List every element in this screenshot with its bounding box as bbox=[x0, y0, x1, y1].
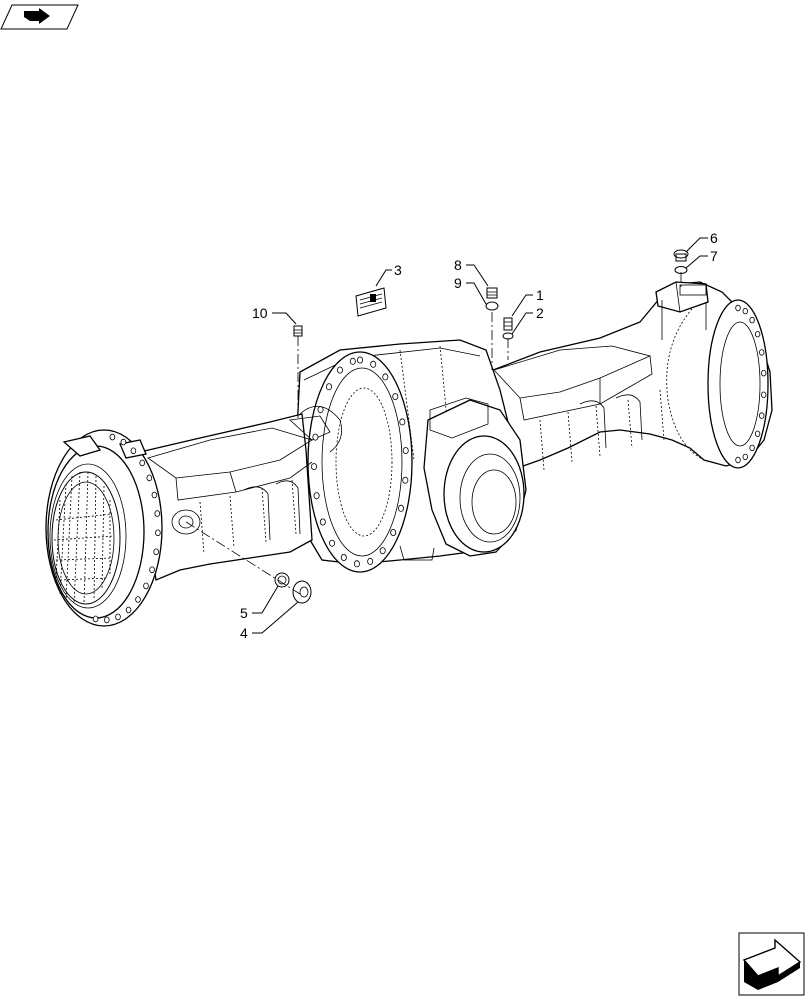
bolt-hole bbox=[402, 476, 409, 484]
bolt-hole bbox=[761, 391, 767, 398]
bolt-hole bbox=[392, 393, 399, 401]
svg-text:10: 10 bbox=[252, 305, 268, 321]
svg-text:3: 3 bbox=[394, 262, 402, 278]
bolt-hole bbox=[153, 548, 160, 556]
bolt-hole bbox=[759, 349, 765, 356]
bolt-hole bbox=[370, 360, 377, 368]
svg-text:2: 2 bbox=[536, 305, 544, 321]
bolt-hole bbox=[336, 366, 343, 374]
callout-4: 4 bbox=[240, 601, 299, 641]
svg-text:4: 4 bbox=[240, 625, 248, 641]
part-7-washer[interactable] bbox=[674, 266, 688, 274]
svg-text:6: 6 bbox=[710, 230, 718, 246]
bolt-hole bbox=[754, 430, 761, 437]
bolt-hole bbox=[356, 356, 363, 364]
bolt-hole bbox=[735, 304, 741, 312]
bolt-hole bbox=[319, 518, 326, 526]
bolt-hole bbox=[742, 453, 748, 461]
bolt-hole bbox=[367, 557, 374, 565]
part-4-plug[interactable] bbox=[292, 580, 312, 604]
bolt-hole bbox=[312, 433, 319, 441]
view-orientation-icon[interactable] bbox=[0, 4, 79, 30]
bolt-hole bbox=[151, 491, 158, 499]
bolt-hole bbox=[155, 529, 161, 537]
next-page-arrow-icon[interactable] bbox=[738, 932, 805, 996]
bolt-hole bbox=[104, 616, 110, 624]
bolt-hole bbox=[317, 406, 324, 414]
part-10-plug[interactable] bbox=[293, 325, 303, 337]
bolt-hole bbox=[379, 547, 386, 555]
bolt-hole bbox=[130, 447, 137, 455]
bolt-hole bbox=[749, 316, 755, 324]
part-9-washer[interactable] bbox=[485, 301, 499, 311]
callout-2: 2 bbox=[511, 305, 544, 335]
bolt-hole bbox=[139, 459, 146, 467]
part-8-plug[interactable] bbox=[486, 287, 498, 299]
bolt-hole bbox=[135, 596, 141, 603]
callout-10: 10 bbox=[252, 305, 297, 325]
part-5-washer[interactable] bbox=[274, 572, 290, 588]
callout-8: 8 bbox=[454, 257, 489, 287]
bolt-hole bbox=[329, 539, 336, 547]
bolt-hole bbox=[115, 613, 121, 621]
bolt-hole bbox=[402, 447, 409, 455]
bolt-hole bbox=[143, 582, 149, 590]
bolt-hole bbox=[310, 463, 317, 471]
callout-6: 6 bbox=[685, 230, 718, 253]
bolt-hole bbox=[125, 606, 132, 614]
bolt-hole bbox=[313, 492, 320, 500]
callout-5: 5 bbox=[240, 585, 279, 621]
bolt-hole bbox=[340, 554, 347, 562]
bolt-hole bbox=[325, 383, 332, 391]
bolt-hole bbox=[399, 418, 406, 426]
callout-9: 9 bbox=[454, 275, 487, 305]
part-3-decal[interactable] bbox=[355, 287, 387, 317]
part-2-washer[interactable] bbox=[502, 332, 514, 340]
bolt-hole bbox=[759, 412, 765, 419]
flange-bolt-holes bbox=[92, 304, 767, 624]
bolt-hole bbox=[149, 566, 155, 574]
bolt-hole bbox=[349, 357, 356, 365]
svg-text:8: 8 bbox=[454, 257, 462, 273]
bolt-hole bbox=[390, 529, 397, 537]
bolt-hole bbox=[92, 615, 99, 623]
svg-text:7: 7 bbox=[710, 248, 718, 264]
bolt-hole bbox=[749, 444, 755, 452]
part-6-plug[interactable] bbox=[673, 249, 689, 262]
axle-housing bbox=[45, 281, 773, 627]
callout-3: 3 bbox=[375, 262, 402, 287]
bolt-hole bbox=[397, 504, 404, 512]
bolt-hole bbox=[382, 373, 389, 381]
bolt-hole bbox=[754, 331, 761, 338]
svg-text:1: 1 bbox=[536, 287, 544, 303]
assembly-center-lines bbox=[185, 272, 682, 595]
bolt-hole bbox=[146, 474, 153, 482]
bolt-hole bbox=[735, 456, 741, 464]
callout-1: 1 bbox=[511, 287, 544, 317]
svg-text:5: 5 bbox=[240, 605, 248, 621]
bolt-hole bbox=[353, 560, 360, 568]
bolt-hole bbox=[154, 510, 161, 517]
part-1-fitting[interactable] bbox=[503, 317, 513, 331]
bolt-hole bbox=[109, 433, 116, 441]
bolt-hole bbox=[761, 370, 767, 377]
svg-text:9: 9 bbox=[454, 275, 462, 291]
callout-7: 7 bbox=[685, 248, 718, 269]
bolt-hole bbox=[742, 307, 748, 315]
bolt-hole bbox=[120, 438, 127, 446]
